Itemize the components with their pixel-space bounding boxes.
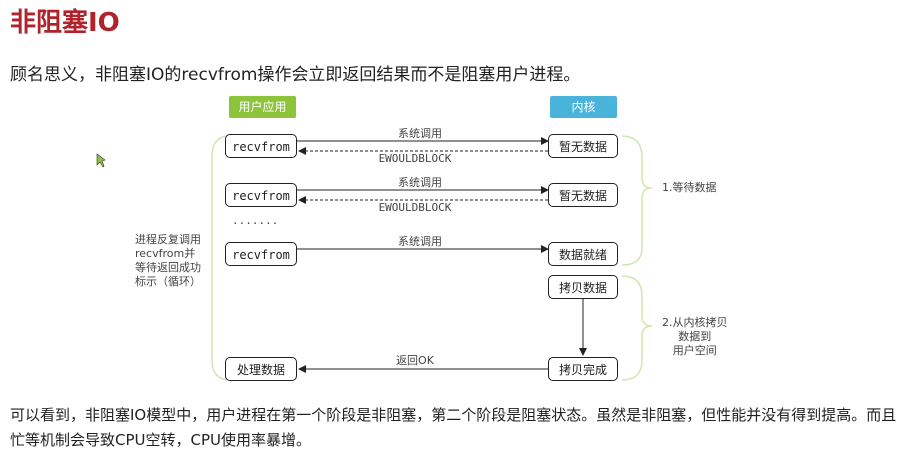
left-note-line: 等待返回成功 bbox=[135, 261, 201, 274]
kernel-header: 内核 bbox=[550, 96, 617, 118]
kernel-box-1: 暂无数据 bbox=[548, 134, 618, 158]
call-label-1: 系统调用 bbox=[398, 127, 442, 140]
phase2-bracket bbox=[621, 275, 653, 381]
phase2-label: 2.从内核拷贝 数据到 用户空间 bbox=[662, 316, 728, 358]
left-note-line: 标示（循环） bbox=[135, 275, 201, 288]
phase1-bracket bbox=[621, 135, 653, 266]
recvfrom-box-1: recvfrom bbox=[225, 134, 297, 158]
recvfrom-box-3: recvfrom bbox=[225, 242, 297, 266]
process-box: 处理数据 bbox=[225, 357, 297, 381]
recvfrom-box-2: recvfrom bbox=[225, 183, 297, 207]
kernel-box-2: 暂无数据 bbox=[548, 183, 618, 207]
left-note-line: recvfrom并 bbox=[135, 247, 196, 260]
summary-text: 可以看到，非阻塞IO模型中，用户进程在第一个阶段是非阻塞，第二个阶段是阻塞状态。… bbox=[10, 406, 897, 449]
left-note: 进程反复调用 recvfrom并 等待返回成功 标示（循环） bbox=[135, 233, 215, 289]
page-title: 非阻塞IO bbox=[10, 8, 120, 38]
phase2-line: 数据到 bbox=[678, 330, 712, 343]
phase2-line: 用户空间 bbox=[672, 344, 717, 357]
copy-box: 拷贝数据 bbox=[548, 275, 618, 299]
intro-text: 顾名思义，非阻塞IO的recvfrom操作会立即返回结果而不是阻塞用户进程。 bbox=[10, 65, 581, 85]
call-label-2: 系统调用 bbox=[398, 176, 442, 189]
cursor-icon bbox=[96, 153, 106, 168]
ellipsis: ....... bbox=[232, 214, 279, 227]
left-note-line: 进程反复调用 bbox=[135, 233, 201, 246]
kernel-box-3: 数据就绪 bbox=[548, 242, 618, 266]
phase2-line: 2.从内核拷贝 bbox=[662, 316, 728, 329]
app-header: 用户应用 bbox=[229, 96, 296, 118]
call-label-3: 系统调用 bbox=[398, 235, 442, 248]
ret-label-2: EWOULDBLOCK bbox=[378, 201, 452, 214]
copy-done-box: 拷贝完成 bbox=[548, 357, 618, 381]
return-ok-label: 返回OK bbox=[396, 354, 434, 367]
ret-label-1: EWOULDBLOCK bbox=[378, 152, 452, 165]
phase1-label: 1.等待数据 bbox=[662, 181, 717, 194]
left-bracket bbox=[211, 135, 231, 381]
